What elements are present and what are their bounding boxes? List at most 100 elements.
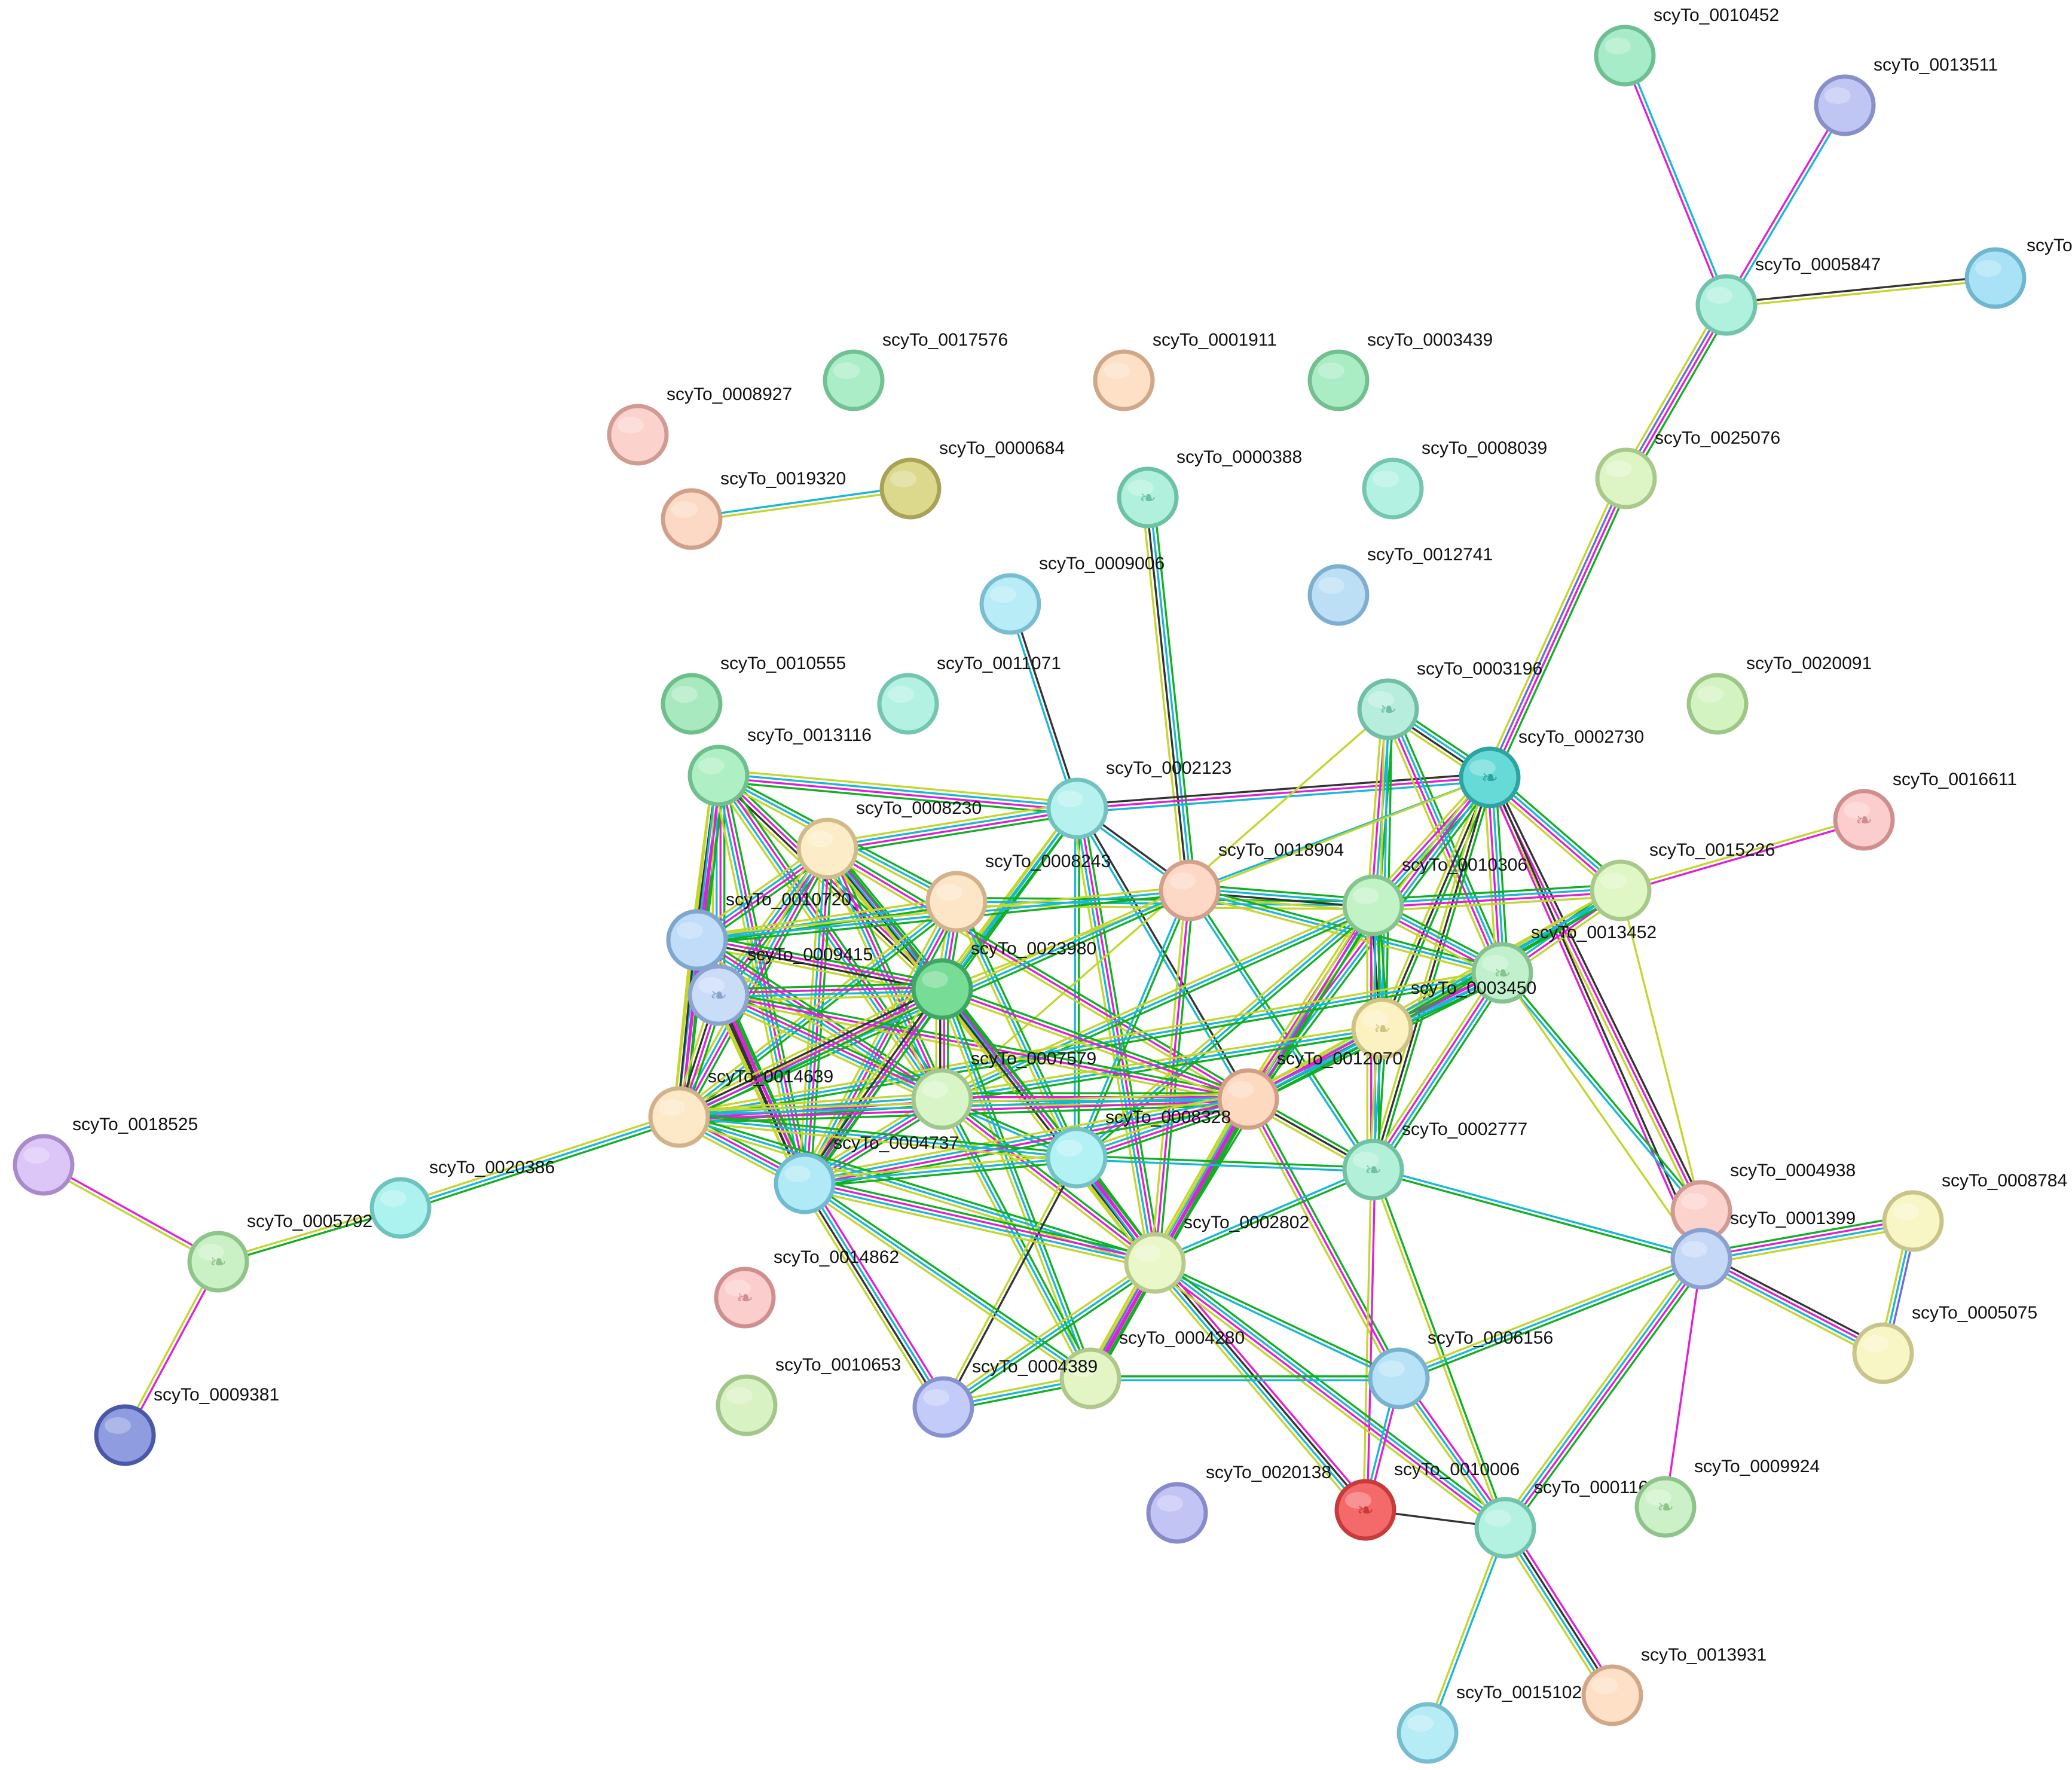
node-scyTo_0018525[interactable]: scyTo_0018525	[13, 1115, 198, 1196]
node-scyTo_0017576[interactable]: scyTo_0017576	[823, 330, 1008, 411]
node-scyTo_0004389[interactable]: scyTo_0004389	[912, 1357, 1098, 1438]
node-circle[interactable]	[1307, 564, 1370, 626]
node-circle[interactable]	[13, 1134, 75, 1196]
node-scyTo_0010306[interactable]: scyTo_0010306	[1342, 855, 1527, 936]
node-circle[interactable]	[877, 673, 939, 735]
node-circle[interactable]	[1342, 874, 1404, 936]
node-scyTo_0023980[interactable]: scyTo_0023980	[911, 939, 1096, 1020]
node-scyTo_0009415[interactable]: ❧scyTo_0009415	[687, 945, 873, 1026]
node-scyTo_0011071[interactable]: scyTo_0011071	[877, 654, 1061, 735]
node-scyTo_0016611[interactable]: ❧scyTo_0016611	[1833, 770, 2017, 851]
node-scyTo_0006156[interactable]: scyTo_0006156	[1368, 1328, 1553, 1409]
node-circle[interactable]	[1307, 349, 1370, 411]
node-scyTo_0015102[interactable]: scyTo_0015102	[1396, 1683, 1582, 1764]
node-circle[interactable]	[1351, 997, 1413, 1060]
node-scyTo_0009381[interactable]: scyTo_0009381	[94, 1385, 279, 1466]
node-circle[interactable]	[1852, 1322, 1914, 1384]
node-scyTo_0005075[interactable]: scyTo_0005075	[1852, 1303, 2037, 1384]
node-circle[interactable]	[1117, 466, 1179, 529]
node-circle[interactable]	[1814, 74, 1876, 136]
node-scyTo_0003196[interactable]: ❧scyTo_0003196	[1357, 659, 1542, 740]
node-circle[interactable]	[1595, 447, 1657, 509]
node-scyTo_0018904[interactable]: scyTo_0018904	[1159, 840, 1344, 921]
node-scyTo_0002730[interactable]: ❧scyTo_0002730	[1459, 727, 1644, 808]
node-scyTo_0010720[interactable]: scyTo_0010720	[666, 890, 851, 971]
node-scyTo_0001161[interactable]: scyTo_0001161	[1474, 1478, 1658, 1559]
node-circle[interactable]	[911, 1068, 973, 1130]
node-scyTo_0014639[interactable]: scyTo_0014639	[648, 1067, 833, 1148]
node-circle[interactable]	[607, 404, 669, 466]
node-circle[interactable]	[1459, 746, 1521, 808]
node-circle[interactable]	[796, 817, 858, 880]
node-circle[interactable]	[912, 1376, 974, 1438]
node-circle[interactable]	[1334, 1479, 1396, 1541]
node-scyTo_0013931[interactable]: scyTo_0013931	[1581, 1645, 1767, 1726]
node-circle[interactable]	[1357, 678, 1419, 740]
node-circle[interactable]	[94, 1404, 156, 1466]
node-scyTo_0003439[interactable]: scyTo_0003439	[1307, 330, 1493, 411]
node-scyTo_0000388[interactable]: ❧scyTo_0000388	[1117, 447, 1302, 529]
node-scyTo_0002802[interactable]: scyTo_0002802	[1124, 1213, 1309, 1294]
node-scyTo_edge[interactable]: scyTo_	[1964, 236, 2072, 309]
node-scyTo_0010006[interactable]: ❧scyTo_0010006	[1334, 1460, 1520, 1541]
node-circle[interactable]	[1124, 1232, 1186, 1294]
node-scyTo_0008039[interactable]: scyTo_0008039	[1362, 438, 1547, 520]
node-scyTo_0004280[interactable]: scyTo_0004280	[1059, 1328, 1245, 1409]
node-circle[interactable]	[879, 457, 942, 520]
node-circle[interactable]	[1046, 1127, 1108, 1189]
node-circle[interactable]	[1093, 349, 1155, 411]
node-scyTo_0008927[interactable]: scyTo_0008927	[607, 384, 792, 466]
node-scyTo_0007579[interactable]: scyTo_0007579	[911, 1049, 1096, 1130]
node-scyTo_0010555[interactable]: scyTo_0010555	[661, 654, 846, 735]
node-scyTo_0020091[interactable]: scyTo_0020091	[1686, 654, 1872, 735]
node-circle[interactable]	[1217, 1068, 1279, 1130]
node-circle[interactable]	[1670, 1228, 1732, 1290]
node-scyTo_0002777[interactable]: ❧scyTo_0002777	[1342, 1119, 1527, 1201]
node-scyTo_0008328[interactable]: scyTo_0008328	[1046, 1107, 1231, 1189]
node-circle[interactable]	[1695, 274, 1758, 336]
node-scyTo_0002123[interactable]: scyTo_0002123	[1046, 758, 1231, 840]
node-scyTo_0004938[interactable]: scyTo_0004938	[1670, 1161, 1856, 1242]
node-circle[interactable]	[1594, 25, 1656, 87]
node-circle[interactable]	[1634, 1476, 1697, 1538]
node-circle[interactable]	[1590, 859, 1652, 921]
node-scyTo_0013452[interactable]: ❧scyTo_0013452	[1471, 923, 1657, 1004]
node-circle[interactable]	[774, 1152, 836, 1214]
node-scyTo_0005792[interactable]: ❧scyTo_0005792	[187, 1211, 372, 1293]
node-circle[interactable]	[661, 488, 723, 550]
node-circle[interactable]	[369, 1177, 432, 1239]
node-scyTo_0020138[interactable]: scyTo_0020138	[1146, 1463, 1331, 1544]
node-circle[interactable]	[1368, 1347, 1430, 1409]
node-circle[interactable]	[1342, 1139, 1404, 1201]
node-circle[interactable]	[911, 958, 973, 1020]
node-circle[interactable]	[925, 871, 988, 933]
node-circle[interactable]	[1146, 1482, 1208, 1544]
node-circle[interactable]	[714, 1267, 776, 1329]
node-scyTo_0025076[interactable]: scyTo_0025076	[1595, 428, 1780, 509]
node-scyTo_0009924[interactable]: ❧scyTo_0009924	[1634, 1457, 1820, 1538]
node-scyTo_0001911[interactable]: scyTo_0001911	[1093, 330, 1277, 411]
node-scyTo_0019320[interactable]: scyTo_0019320	[661, 469, 846, 550]
node-circle[interactable]	[1046, 777, 1108, 840]
node-scyTo_0008243[interactable]: scyTo_0008243	[925, 852, 1111, 933]
node-circle[interactable]	[1964, 247, 2027, 309]
node-circle[interactable]	[1686, 673, 1749, 735]
node-circle[interactable]	[1474, 1497, 1536, 1559]
node-circle[interactable]	[1159, 859, 1221, 921]
node-scyTo_0013116[interactable]: scyTo_0013116	[687, 725, 872, 807]
node-scyTo_0001399[interactable]: scyTo_0001399	[1670, 1209, 1856, 1290]
node-scyTo_0013511[interactable]: scyTo_0013511	[1814, 55, 1998, 136]
node-circle[interactable]	[687, 744, 750, 807]
node-scyTo_0015226[interactable]: scyTo_0015226	[1590, 840, 1775, 921]
node-scyTo_0000684[interactable]: scyTo_0000684	[879, 438, 1065, 520]
node-scyTo_0008784[interactable]: scyTo_0008784	[1882, 1171, 2067, 1252]
node-scyTo_0005847[interactable]: scyTo_0005847	[1695, 255, 1881, 336]
node-scyTo_0020386[interactable]: scyTo_0020386	[369, 1158, 555, 1239]
node-circle[interactable]	[1396, 1702, 1459, 1764]
node-scyTo_0009006[interactable]: scyTo_0009006	[979, 554, 1165, 635]
node-circle[interactable]	[1059, 1347, 1121, 1409]
node-circle[interactable]	[823, 349, 885, 411]
node-scyTo_0010653[interactable]: scyTo_0010653	[716, 1355, 901, 1436]
node-circle[interactable]	[187, 1231, 249, 1293]
node-circle[interactable]	[687, 964, 750, 1026]
